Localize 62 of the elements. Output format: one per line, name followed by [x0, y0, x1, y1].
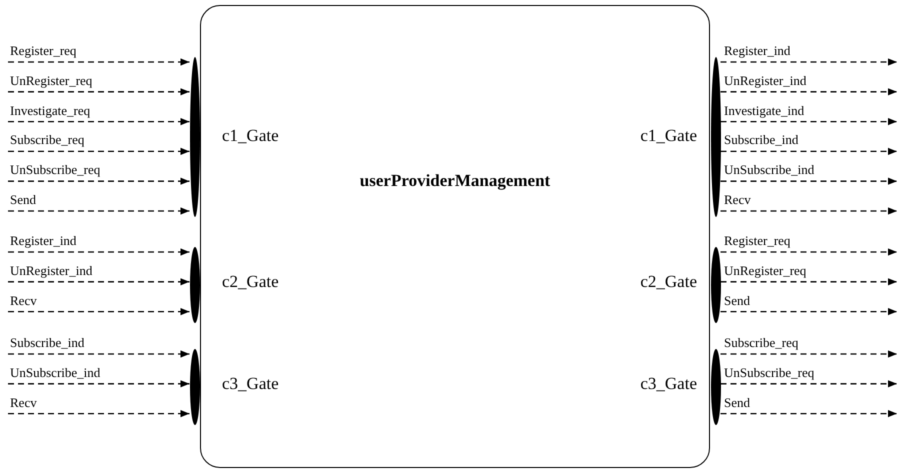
edge-label: Investigate_req: [10, 104, 90, 118]
dashed-arrow: [720, 308, 897, 316]
dashed-arrow: [8, 248, 190, 256]
edge-label: UnRegister_req: [10, 74, 92, 88]
dashed-arrow: [8, 350, 190, 358]
edge-label: Recv: [10, 294, 37, 308]
edge-label: Send: [724, 294, 750, 308]
edge-label: Subscribe_ind: [10, 336, 84, 350]
gate-label: c1_Gate: [222, 126, 279, 146]
gate-label: c1_Gate: [640, 126, 697, 146]
edge-label: Subscribe_req: [10, 133, 84, 148]
component-box: [200, 5, 710, 468]
edge-label: UnRegister_req: [724, 264, 806, 278]
dashed-arrow: [8, 278, 190, 286]
gate-ellipse: [190, 247, 200, 323]
edge-label: Subscribe_ind: [724, 133, 798, 148]
dashed-arrow: [8, 118, 190, 126]
edge-label: UnRegister_ind: [10, 264, 92, 278]
dashed-arrow: [720, 58, 897, 66]
dashed-arrow: [720, 248, 897, 256]
gate-ellipse: [710, 57, 720, 217]
edge-label: Register_req: [724, 234, 790, 248]
dashed-arrow: [8, 58, 190, 66]
dashed-arrow: [720, 278, 897, 286]
edge-label: Register_req: [10, 44, 76, 58]
gate-ellipse: [190, 349, 200, 425]
gate-label: c2_Gate: [640, 272, 697, 292]
edge-label: Register_ind: [724, 44, 790, 58]
dashed-arrow: [8, 178, 190, 185]
dashed-arrow: [720, 178, 897, 185]
gate-ellipse: [190, 57, 200, 217]
gate-ellipse: [710, 247, 720, 323]
dashed-arrow: [720, 380, 897, 388]
edge-label: UnSubscribe_ind: [10, 366, 100, 380]
edge-label: Send: [724, 396, 750, 410]
dashed-arrow: [8, 410, 190, 418]
edge-label: Register_ind: [10, 234, 76, 248]
dashed-arrow: [8, 148, 190, 155]
dashed-arrow: [8, 207, 190, 215]
gate-label: c3_Gate: [640, 374, 697, 394]
dashed-arrow: [720, 207, 897, 215]
edge-label: Subscribe_req: [724, 336, 798, 350]
edge-label: Recv: [10, 396, 37, 410]
dashed-arrow: [8, 380, 190, 388]
dashed-arrow: [720, 88, 897, 96]
edge-label: Investigate_ind: [724, 104, 804, 118]
edge-label: UnSubscribe_req: [724, 366, 814, 380]
dashed-arrow: [720, 118, 897, 126]
edge-label: Recv: [724, 193, 751, 207]
dashed-arrow: [720, 350, 897, 358]
dashed-arrow: [720, 410, 897, 418]
gate-label: c2_Gate: [222, 272, 279, 292]
dashed-arrow: [8, 88, 190, 96]
dashed-arrow: [8, 308, 190, 316]
edge-label: UnSubscribe_req: [10, 163, 100, 178]
edge-label: UnRegister_ind: [724, 74, 806, 88]
edge-label: UnSubscribe_ind: [724, 163, 814, 178]
gate-ellipse: [710, 349, 720, 425]
component-name: userProviderManagement: [358, 171, 552, 191]
dashed-arrow: [720, 148, 897, 155]
edge-label: Send: [10, 193, 36, 207]
gate-label: c3_Gate: [222, 374, 279, 394]
